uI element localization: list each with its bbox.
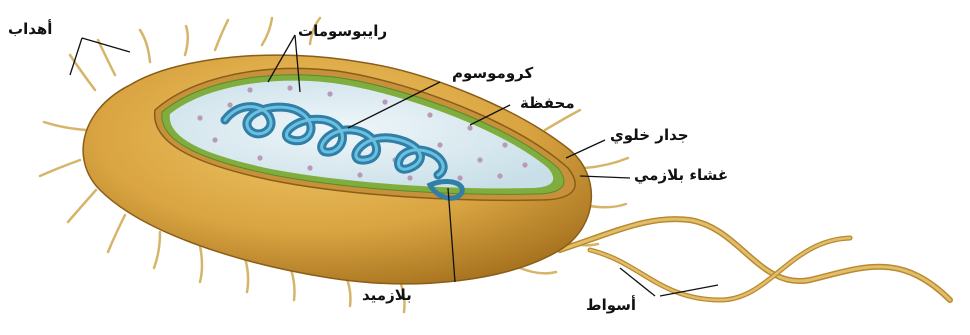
label-flagella: أسواط [586,298,636,313]
label-pili: أهداب [8,22,52,37]
label-ribosomes: رايبوسومات [298,24,387,39]
label-capsule: محفظة [520,96,575,111]
label-chromosome: كروموسوم [452,66,533,81]
label-cell-wall: جدار خلوي [610,128,689,143]
label-plasma-membrane: غشاء بلازمي [634,168,728,183]
label-plasmid: بلازميد [362,288,412,303]
flagella [560,219,950,300]
